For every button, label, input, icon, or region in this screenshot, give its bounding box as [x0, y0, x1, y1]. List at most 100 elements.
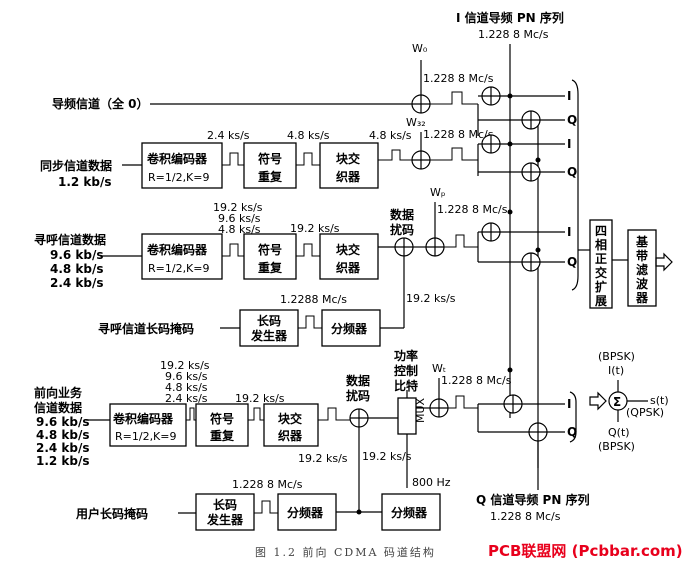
- svg-text:分频器: 分频器: [287, 505, 324, 520]
- svg-text:2.4 kb/s: 2.4 kb/s: [36, 441, 90, 455]
- svg-text:卷积编码器: 卷积编码器: [146, 242, 208, 257]
- pilot-channel-label: 导频信道（全 0）: [52, 96, 149, 111]
- pilot-i-out: I: [567, 89, 571, 103]
- sync-title: 同步信道数据: [40, 158, 112, 173]
- svg-text:2.4 kb/s: 2.4 kb/s: [50, 276, 104, 290]
- svg-text:1.2 kb/s: 1.2 kb/s: [36, 454, 90, 468]
- sum-input-arrow-icon: [589, 391, 607, 411]
- svg-text:长码: 长码: [213, 497, 237, 512]
- svg-text:19.2 ks/s: 19.2 ks/s: [298, 452, 348, 465]
- sync-conv-encoder: [141, 142, 223, 189]
- paging-symbol-repeat: [243, 233, 297, 280]
- svg-text:功率: 功率: [394, 348, 418, 363]
- svg-text:9.6 kb/s: 9.6 kb/s: [36, 415, 90, 429]
- svg-text:符号: 符号: [258, 242, 282, 257]
- svg-text:织器: 织器: [336, 260, 361, 275]
- svg-text:I: I: [567, 225, 571, 239]
- svg-text:1.228 8 Mc/s: 1.228 8 Mc/s: [441, 374, 512, 387]
- svg-text:块交: 块交: [336, 151, 360, 166]
- svg-text:长码: 长码: [257, 313, 281, 328]
- svg-text:带: 带: [636, 248, 648, 263]
- svg-text:Q(t): Q(t): [608, 426, 630, 439]
- output-arrow-icon: [655, 252, 673, 272]
- svg-text:R=1/2,K=9: R=1/2,K=9: [148, 262, 210, 275]
- svg-text:I(t): I(t): [608, 364, 624, 377]
- svg-text:正: 正: [595, 252, 607, 266]
- watermark: PCB联盟网 (Pcbbar.com): [488, 542, 683, 560]
- fwd-title-1: 前向业务: [34, 385, 83, 400]
- svg-text:19.2 ks/s: 19.2 ks/s: [290, 222, 340, 235]
- svg-text:4.8 ks/s: 4.8 ks/s: [165, 381, 208, 394]
- sync-rate-48b: 4.8 ks/s: [369, 129, 412, 142]
- svg-text:数据: 数据: [346, 373, 370, 388]
- paging-interleaver: [319, 233, 379, 280]
- sync-conv-label: 卷积编码器: [146, 151, 208, 166]
- svg-text:Σ: Σ: [613, 395, 621, 409]
- svg-text:重复: 重复: [258, 169, 283, 184]
- q-pn-rate: 1.228 8 Mc/s: [490, 510, 561, 523]
- svg-text:滤: 滤: [636, 262, 648, 277]
- svg-text:器: 器: [635, 291, 649, 305]
- svg-text:800 Hz: 800 Hz: [412, 476, 451, 489]
- user-decimator-1: [277, 493, 337, 531]
- svg-text:(QPSK): (QPSK): [626, 406, 664, 419]
- svg-text:(BPSK): (BPSK): [598, 350, 635, 363]
- baseband-filter-block: [627, 229, 657, 307]
- wt-label: Wₜ: [432, 362, 446, 375]
- svg-text:符号: 符号: [258, 151, 282, 166]
- svg-text:9.6 kb/s: 9.6 kb/s: [50, 248, 104, 262]
- user-long-code-gen: [195, 493, 255, 531]
- fwd-interleaver: [263, 403, 319, 447]
- svg-text:1.2288 Mc/s: 1.2288 Mc/s: [280, 293, 347, 306]
- sync-rate-48a: 4.8 ks/s: [287, 129, 330, 142]
- svg-text:卷积编码器: 卷积编码器: [112, 411, 174, 426]
- wp-label: Wₚ: [430, 186, 446, 199]
- pilot-rate: 1.228 8 Mc/s: [423, 72, 494, 85]
- svg-text:I: I: [567, 137, 571, 151]
- svg-text:织器: 织器: [336, 169, 361, 184]
- svg-text:R=1/2,K=9: R=1/2,K=9: [115, 430, 177, 443]
- svg-text:9.6 ks/s: 9.6 ks/s: [165, 370, 208, 383]
- svg-text:块交: 块交: [336, 242, 360, 257]
- paging-conv-encoder: [141, 233, 223, 280]
- svg-text:9.6 ks/s: 9.6 ks/s: [218, 212, 261, 225]
- sync-interleaver: [319, 142, 379, 189]
- svg-text:4.8 kb/s: 4.8 kb/s: [36, 428, 90, 442]
- svg-text:19.2 ks/s: 19.2 ks/s: [362, 450, 412, 463]
- svg-text:交: 交: [595, 265, 607, 280]
- svg-text:控制: 控制: [394, 363, 418, 378]
- i-pn-rate: 1.228 8 Mc/s: [478, 28, 549, 41]
- sync-rate-24: 2.4 ks/s: [207, 129, 250, 142]
- svg-text:发生器: 发生器: [250, 328, 288, 343]
- svg-text:s(t): s(t): [650, 394, 669, 407]
- svg-text:Q: Q: [567, 165, 577, 179]
- fwd-symbol-repeat: [195, 403, 249, 447]
- svg-text:4.8 ks/s: 4.8 ks/s: [218, 223, 261, 236]
- svg-text:2.4 ks/s: 2.4 ks/s: [165, 392, 208, 405]
- svg-text:块交: 块交: [278, 411, 302, 426]
- svg-text:重复: 重复: [258, 260, 283, 275]
- svg-text:织器: 织器: [278, 428, 303, 443]
- fwd-conv-encoder: [109, 403, 187, 447]
- paging-title: 寻呼信道数据: [34, 232, 106, 247]
- svg-text:Q: Q: [567, 425, 577, 439]
- svg-text:(BPSK): (BPSK): [598, 440, 635, 453]
- paging-long-code-gen: [239, 309, 299, 347]
- sync-rate: 1.2 kb/s: [58, 175, 112, 189]
- svg-text:19.2 ks/s: 19.2 ks/s: [235, 392, 285, 405]
- sync-rate-c: 1.228 8 Mc/s: [423, 128, 494, 141]
- user-decimator-2: [381, 493, 441, 531]
- svg-text:扰码: 扰码: [346, 388, 370, 403]
- svg-text:I: I: [567, 397, 571, 411]
- figure-caption: 图 1.2 前向 CDMA 码道结构: [255, 545, 436, 559]
- svg-text:数据: 数据: [390, 207, 414, 222]
- sync-conv-param: R=1/2,K=9: [148, 171, 210, 184]
- svg-text:19.2 ks/s: 19.2 ks/s: [160, 359, 210, 372]
- svg-text:基: 基: [635, 234, 649, 249]
- svg-text:比特: 比特: [394, 378, 418, 393]
- svg-text:相: 相: [595, 237, 607, 252]
- svg-text:分频器: 分频器: [391, 505, 428, 520]
- svg-text:四: 四: [595, 224, 607, 238]
- quad-spread-block: [589, 219, 613, 309]
- fwd-title-2: 信道数据: [34, 400, 82, 415]
